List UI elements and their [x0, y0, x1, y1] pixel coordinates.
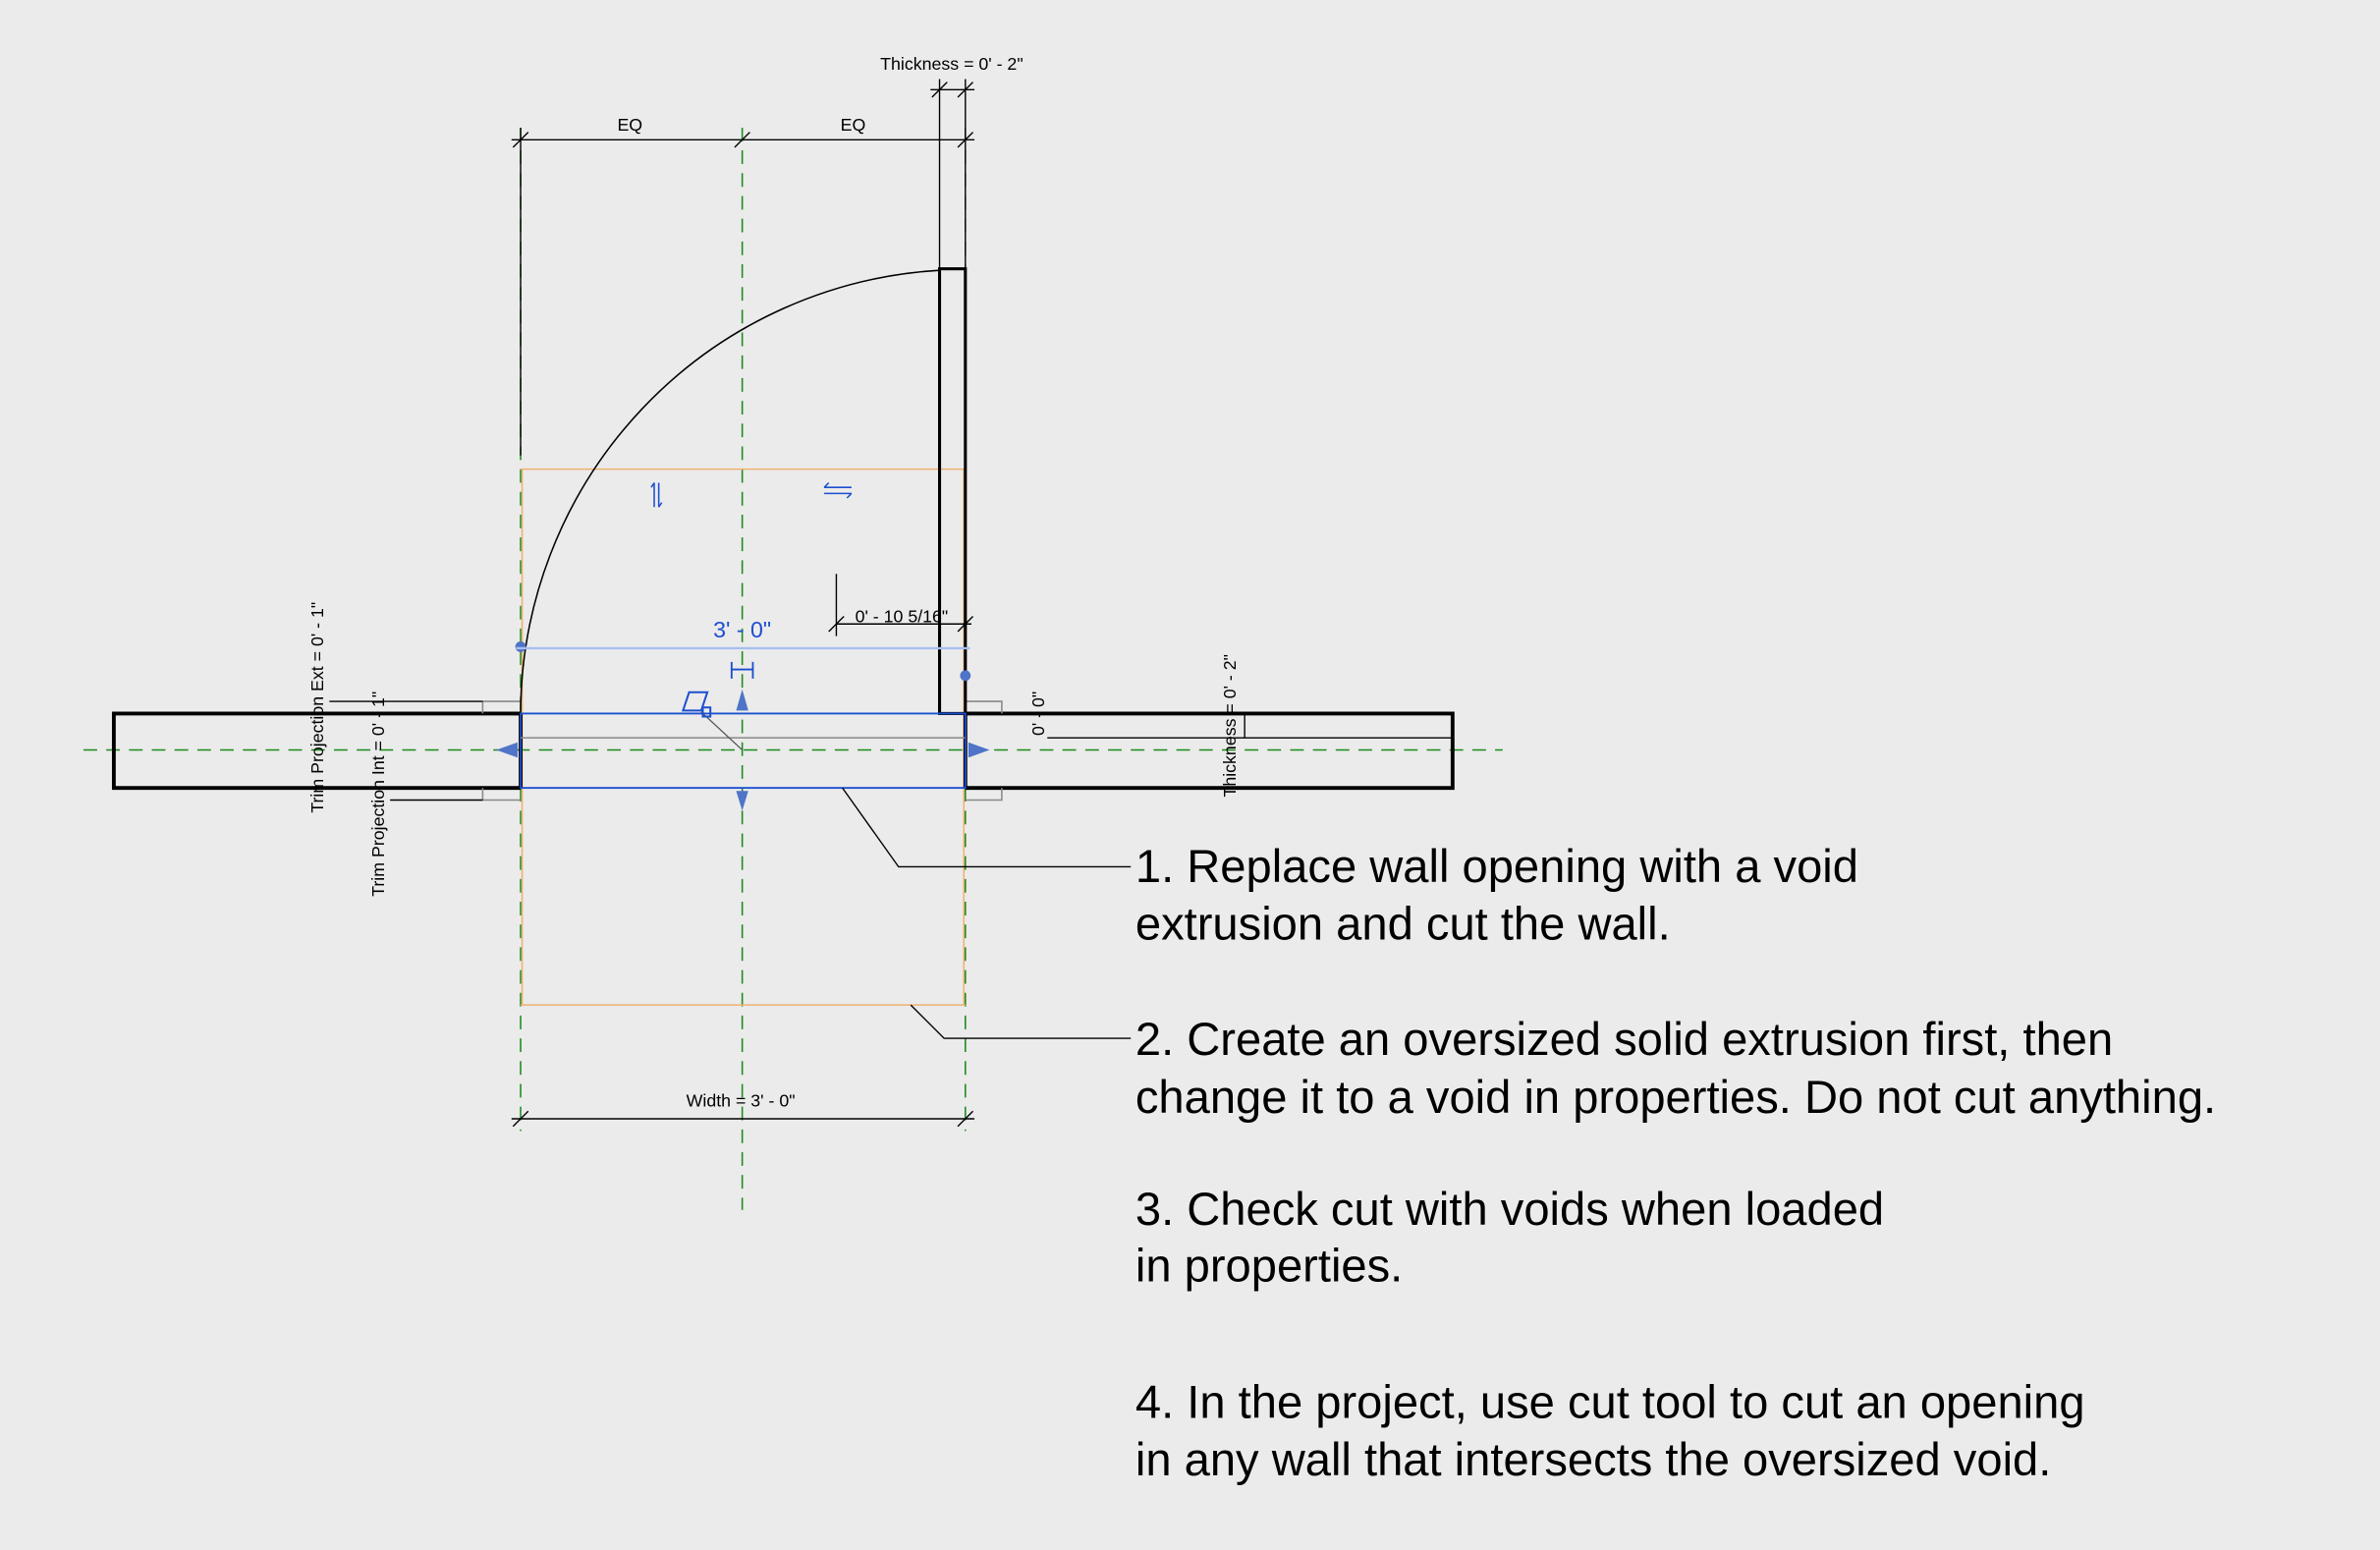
wall-right[interactable]: [965, 711, 1455, 791]
dim-width[interactable]: Width = 3' - 0": [687, 1091, 796, 1111]
dim-eq-right[interactable]: EQ: [841, 115, 866, 135]
note-3-line-2: in properties.: [1135, 1239, 1403, 1291]
flip-arrow-left[interactable]: [496, 742, 518, 758]
dim-zero[interactable]: 0' - 0": [1028, 692, 1048, 736]
note-4-line-2: in any wall that intersects the oversize…: [1135, 1433, 2052, 1485]
flip-arrow-up[interactable]: [736, 689, 748, 711]
note-1-line-1: 1. Replace wall opening with a void: [1135, 840, 1858, 892]
grip-right[interactable]: [960, 670, 971, 682]
dim-offset[interactable]: 0' - 10 5/16": [856, 607, 949, 627]
dim-trim-ext[interactable]: Trim Projection Ext = 0' - 1": [307, 602, 327, 813]
dim-thickness-right[interactable]: Thickness = 0' - 2": [1220, 654, 1240, 797]
dimension-pin-icon[interactable]: [730, 661, 754, 679]
note-3-line-1: 3. Check cut with voids when loaded: [1135, 1183, 1884, 1235]
note-1-line-2: extrusion and cut the wall.: [1135, 898, 1671, 950]
flip-icon-horizontal[interactable]: [823, 481, 853, 499]
note-2-line-1: 2. Create an oversized solid extrusion f…: [1135, 1013, 2113, 1065]
flip-arrow-right[interactable]: [968, 742, 990, 758]
grip-left[interactable]: [515, 641, 526, 652]
note-2-leader: [910, 1004, 1132, 1039]
note-1-leader: [842, 787, 1132, 868]
note-2-line-2: change it to a void in properties. Do no…: [1135, 1071, 2216, 1123]
wall-left[interactable]: [111, 711, 522, 791]
flip-icon-vertical[interactable]: [650, 482, 663, 508]
lock-icon[interactable]: [681, 691, 712, 718]
note-4-line-1: 4. In the project, use cut tool to cut a…: [1135, 1375, 2085, 1427]
dim-eq-left[interactable]: EQ: [617, 115, 642, 135]
door-leaf[interactable]: [937, 267, 968, 715]
dim-opening-width[interactable]: 3' - 0": [713, 617, 771, 642]
dim-trim-int[interactable]: Trim Projection Int = 0' - 1": [368, 692, 388, 897]
flip-arrow-down[interactable]: [736, 791, 748, 811]
wall-opening[interactable]: [520, 712, 967, 790]
notes: 1. Replace wall opening with a void extr…: [1135, 840, 2216, 1485]
dim-thickness-top[interactable]: Thickness = 0' - 2": [880, 54, 1023, 74]
dimension-lines[interactable]: [329, 79, 1453, 1128]
trim-outlines: [481, 700, 1003, 802]
door-swing-arc[interactable]: [520, 269, 940, 714]
